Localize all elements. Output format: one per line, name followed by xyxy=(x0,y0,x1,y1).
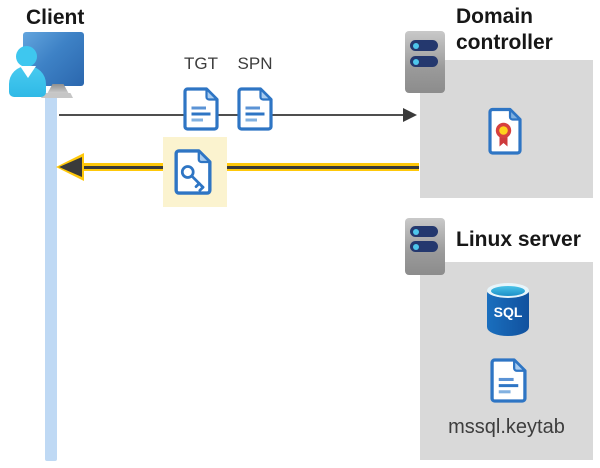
server-bar xyxy=(410,226,438,237)
domain-controller-server-icon xyxy=(405,31,445,93)
keytab-document-icon xyxy=(490,358,527,403)
server-led xyxy=(413,228,419,235)
document-fold xyxy=(513,358,527,372)
key-glyph xyxy=(180,165,205,192)
domain-controller-title: Domain controller xyxy=(456,5,553,54)
request-arrowhead-icon xyxy=(403,108,417,122)
sql-database-icon: SQL xyxy=(487,283,529,336)
certificate-seal xyxy=(495,122,512,139)
document-fold xyxy=(197,149,211,164)
certificate-icon xyxy=(488,107,522,155)
server-led xyxy=(413,58,419,65)
tgt-label: TGT xyxy=(184,54,218,73)
sql-label: SQL xyxy=(493,304,523,320)
server-led xyxy=(413,42,419,49)
server-bar xyxy=(410,56,438,67)
monitor-stand-base xyxy=(41,93,73,98)
tgt-document-icon xyxy=(183,87,219,131)
sql-cylinder-top xyxy=(491,285,525,296)
response-arrowhead-icon xyxy=(59,156,82,177)
linux-server-title: Linux server xyxy=(456,228,581,251)
request-arrow xyxy=(59,114,404,116)
document-fold xyxy=(259,87,273,101)
server-bar xyxy=(410,241,438,252)
monitor-stand-neck xyxy=(47,84,69,94)
spn-label: SPN xyxy=(237,54,273,73)
document-fold xyxy=(205,87,219,101)
client-title: Client xyxy=(26,6,85,29)
linux-server-icon xyxy=(405,218,445,275)
keytab-file-label: mssql.keytab xyxy=(448,416,565,438)
key-document-icon xyxy=(174,149,212,195)
spn-document-icon xyxy=(237,87,273,131)
client-timeline-bar xyxy=(45,94,57,461)
user-icon xyxy=(16,46,37,67)
server-led xyxy=(413,243,419,250)
user-collar-shape xyxy=(20,66,36,78)
response-arrow-core xyxy=(82,166,419,169)
document-fold xyxy=(508,108,522,121)
server-bar xyxy=(410,40,438,51)
